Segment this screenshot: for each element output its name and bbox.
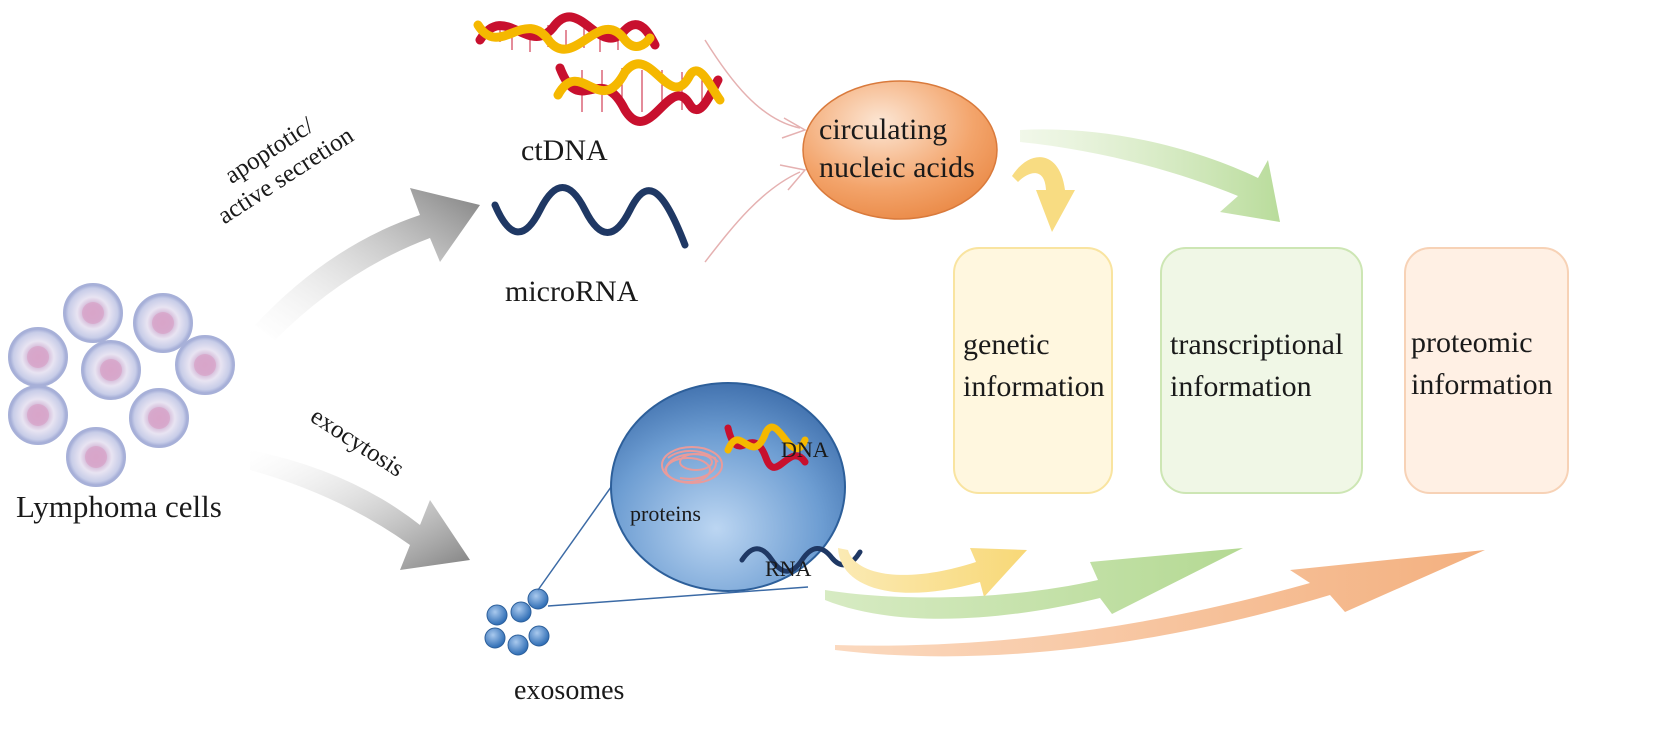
circulating-line: nucleic acids xyxy=(819,151,975,184)
ctdna-to-circulating-arrow xyxy=(704,39,801,129)
lymphoma-cell xyxy=(133,293,193,353)
circulating-to-genetic-arrow xyxy=(1012,157,1075,232)
lymphoma-cells xyxy=(8,283,235,487)
exosome-to-transcriptional-arrow xyxy=(825,548,1243,619)
apoptotic-arrow xyxy=(255,188,480,340)
zoom-line xyxy=(547,586,809,607)
lymphoma-cell xyxy=(8,385,68,445)
transcriptional-information-box: transcriptional information xyxy=(1160,247,1363,494)
exocytosis-arrow xyxy=(250,450,470,570)
exosomes-cluster xyxy=(484,588,550,656)
exosome xyxy=(510,601,532,623)
proteomic-information-box: proteomic information xyxy=(1404,247,1569,494)
genetic-information-label: genetic information xyxy=(963,324,1105,408)
ctdna-label: ctDNA xyxy=(521,134,608,167)
exosome-proteins-label: proteins xyxy=(630,501,701,526)
exosome-zoom-circle xyxy=(610,382,846,592)
box-line: information xyxy=(1170,370,1312,403)
lymphoma-cell xyxy=(66,427,126,487)
microrna-arrowhead xyxy=(779,164,807,191)
box-line: information xyxy=(963,370,1105,403)
exosome xyxy=(484,627,506,649)
lymphoma-cell xyxy=(8,327,68,387)
exosomes-label: exosomes xyxy=(514,675,625,706)
lymphoma-cell xyxy=(175,335,235,395)
circulating-nucleic-acids-ellipse xyxy=(802,80,998,220)
box-line: proteomic xyxy=(1411,326,1533,359)
exosome-rna-icon xyxy=(739,546,863,574)
lymphoma-cells-label: Lymphoma cells xyxy=(16,489,222,524)
lymphoma-cell xyxy=(81,340,141,400)
ctdna-arrowhead xyxy=(781,117,807,139)
exosome xyxy=(486,604,508,626)
lymphoma-cell xyxy=(63,283,123,343)
ctdna-helix-icon xyxy=(473,12,725,126)
microrna-to-circulating-arrow xyxy=(704,171,801,263)
exosome-dna-label: DNA xyxy=(781,437,829,462)
circulating-nucleic-acids-label: circulating nucleic acids xyxy=(819,111,975,187)
exosome xyxy=(507,634,529,656)
proteins-icon xyxy=(661,446,723,484)
box-line: information xyxy=(1411,368,1553,401)
microrna-label: microRNA xyxy=(505,275,639,308)
microrna-wave-icon xyxy=(491,184,689,249)
circulating-line: circulating xyxy=(819,113,948,146)
proteomic-information-label: proteomic information xyxy=(1411,322,1553,406)
box-line: transcriptional xyxy=(1170,328,1344,361)
exosome-rna-label: RNA xyxy=(765,556,812,581)
exosome-to-genetic-arrow xyxy=(838,548,1027,597)
exosome-to-proteomic-arrow xyxy=(835,550,1485,657)
circulating-to-transcriptional-arrow xyxy=(1020,129,1280,222)
exosome xyxy=(527,588,549,610)
transcriptional-information-label: transcriptional information xyxy=(1170,324,1343,408)
lymphoma-cell xyxy=(129,388,189,448)
exosome xyxy=(528,625,550,647)
box-line: genetic xyxy=(963,328,1050,361)
exosome-dna-icon xyxy=(724,423,809,471)
genetic-information-box: genetic information xyxy=(953,247,1113,494)
